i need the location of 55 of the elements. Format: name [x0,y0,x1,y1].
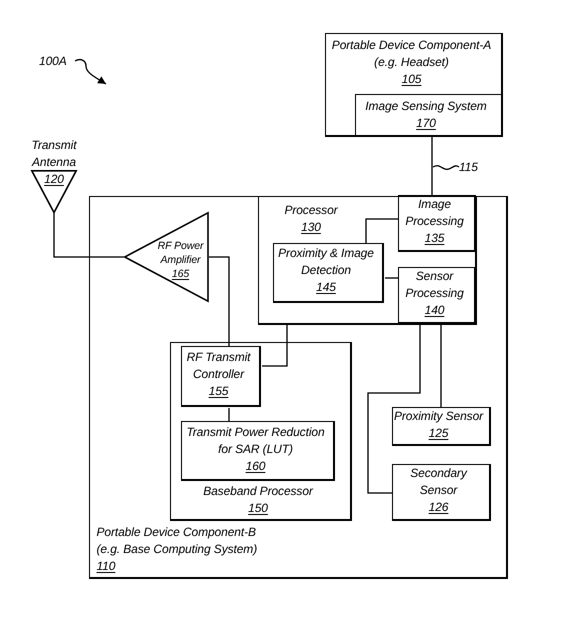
node-title: Transmit Power Reduction for SAR (LUT) [185,424,326,458]
sensor-box [392,464,490,520]
reference-numeral: 120 [44,170,64,188]
module-box [181,346,261,407]
leader-arrow [74,59,106,85]
connector-line [431,137,433,196]
node-title: Image Sensing System [365,98,487,114]
node-title: Proximity & Image Detection [277,245,375,279]
reference-numeral: 165 [172,266,190,280]
reference-numeral: 105 [402,71,422,88]
reference-numeral: 150 [248,500,268,516]
node-subtitle: (e.g. Base Computing System) [96,541,258,558]
reference-numeral: 145 [316,279,336,296]
connector-line [262,325,288,367]
device-box [89,196,508,579]
reference-numeral: 115 [459,158,478,176]
sensor-box [392,406,490,446]
processor-box [258,196,476,324]
node-title: Portable Device Component-B [96,524,256,541]
node-title: Image Processing [404,196,465,230]
reference-numeral: 140 [424,302,444,319]
reference-numeral: 130 [301,218,321,236]
connector-line [365,218,399,244]
reference-numeral: 135 [424,230,444,247]
leader-line [432,165,460,170]
reference-numeral: 155 [208,383,228,400]
reference-numeral: 170 [416,114,436,132]
node-title: Processor [284,202,338,218]
module-box [273,243,384,303]
module-box [398,195,476,252]
node-title: RF Power Amplifier [156,238,205,266]
reference-numeral: 110 [96,558,116,575]
node-title: RF Transmit Controller [186,349,252,383]
connector-line [228,408,230,422]
connector-line [385,277,399,279]
node-title: Secondary Sensor [409,464,468,498]
module-box [181,421,335,481]
reference-numeral: 160 [246,458,266,475]
reference-numeral: 100A [39,52,67,70]
connector-line [440,325,442,407]
module-box [354,94,502,136]
device-box [325,33,503,137]
connector-line [367,325,421,494]
reference-numeral: 125 [428,424,448,442]
connector-line [53,213,124,258]
reference-numeral: 126 [428,498,448,516]
processor-box [170,342,352,520]
node-title: Portable Device Component-A [332,37,492,54]
connector-line [209,256,230,347]
node-title: Baseband Processor [203,482,313,500]
node-title: Proximity Sensor [394,408,484,424]
node-title: Sensor Processing [404,268,465,302]
node-subtitle: (e.g. Headset) [374,54,449,71]
node-title: Transmit Antenna [30,136,78,170]
module-box [398,267,476,324]
